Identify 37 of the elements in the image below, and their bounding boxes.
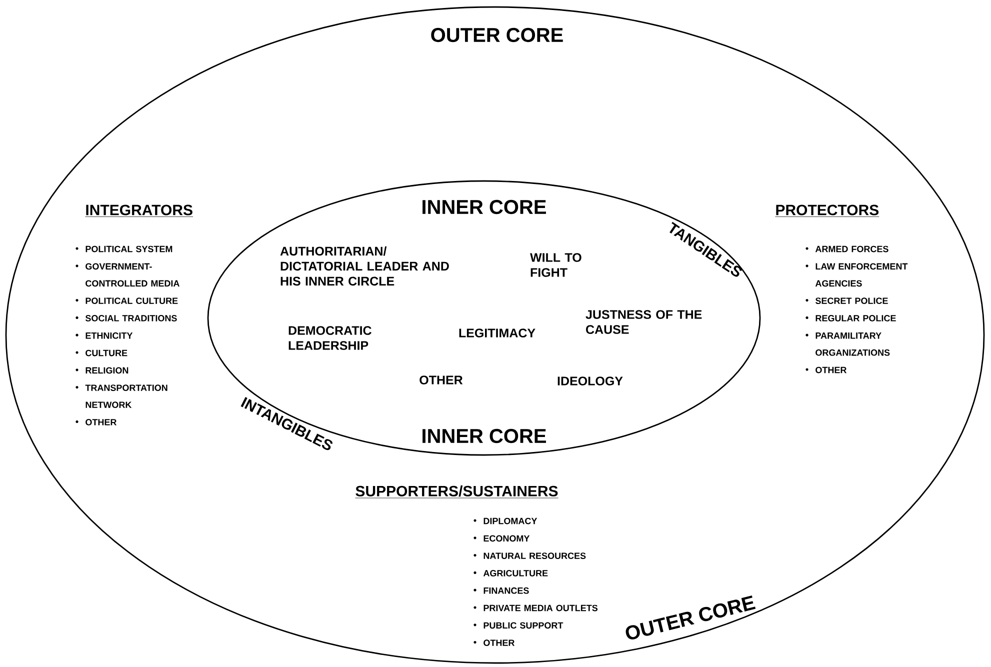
core-label: LEGITIMACY <box>459 328 536 338</box>
list-item: AGRICULTURE <box>474 570 548 576</box>
curved-label: OUTER CORE <box>626 596 756 640</box>
list-item: TRANSPORTATION NETWORK <box>76 384 168 408</box>
list-item: SOCIAL TRADITIONS <box>76 315 177 322</box>
core-label: JUSTNESS OF THE CAUSE <box>586 310 702 334</box>
core-label: OTHER <box>420 376 463 384</box>
list-item: PARAMILITARY ORGANIZATIONS <box>806 332 890 356</box>
list-item: PRIVATE MEDIA OUTLETS <box>474 604 598 612</box>
list-item: POLITICAL SYSTEM <box>76 246 172 252</box>
list-item: OTHER <box>806 366 847 374</box>
list-item: CULTURE <box>76 350 128 356</box>
list-item: OTHER <box>76 419 117 426</box>
category-heading: INTEGRATORS <box>85 204 194 217</box>
core-label: INNER CORE <box>422 200 546 214</box>
list-item: FINANCES <box>474 587 529 594</box>
list-item: LAW ENFORCEMENT AGENCIES <box>806 263 908 287</box>
list-item: SECRET POLICE <box>806 298 888 304</box>
list-item: NATURAL RESOURCES <box>474 552 586 559</box>
category-heading: SUPPORTERS/SUSTAINERS <box>355 485 558 498</box>
list-item: GOVERNMENT-CONTROLLED MEDIA <box>76 263 180 287</box>
core-label: DEMOCRATIC LEADERSHIP <box>288 326 372 350</box>
core-label: WILL TO FIGHT <box>530 253 582 277</box>
list-item: ETHNICITY <box>76 332 133 339</box>
list-item: ECONOMY <box>474 535 530 542</box>
core-label: INNER CORE <box>422 428 546 444</box>
list-item: PUBLIC SUPPORT <box>474 622 564 629</box>
category-heading: PROTECTORS <box>775 204 880 217</box>
list-item: OTHER <box>474 640 515 646</box>
list-item: ARMED FORCES <box>806 246 888 252</box>
list-item: REGULAR POLICE <box>806 315 896 322</box>
list-item: RELIGION <box>76 367 128 374</box>
core-label: OUTER CORE <box>431 28 563 42</box>
core-label: IDEOLOGY <box>558 376 623 386</box>
list-item: DIPLOMACY <box>474 518 538 524</box>
core-label: AUTHORITARIAN/ DICTATORIAL LEADER AND HIS INNER CIRCLE <box>280 246 449 286</box>
list-item: POLITICAL CULTURE <box>76 298 178 304</box>
